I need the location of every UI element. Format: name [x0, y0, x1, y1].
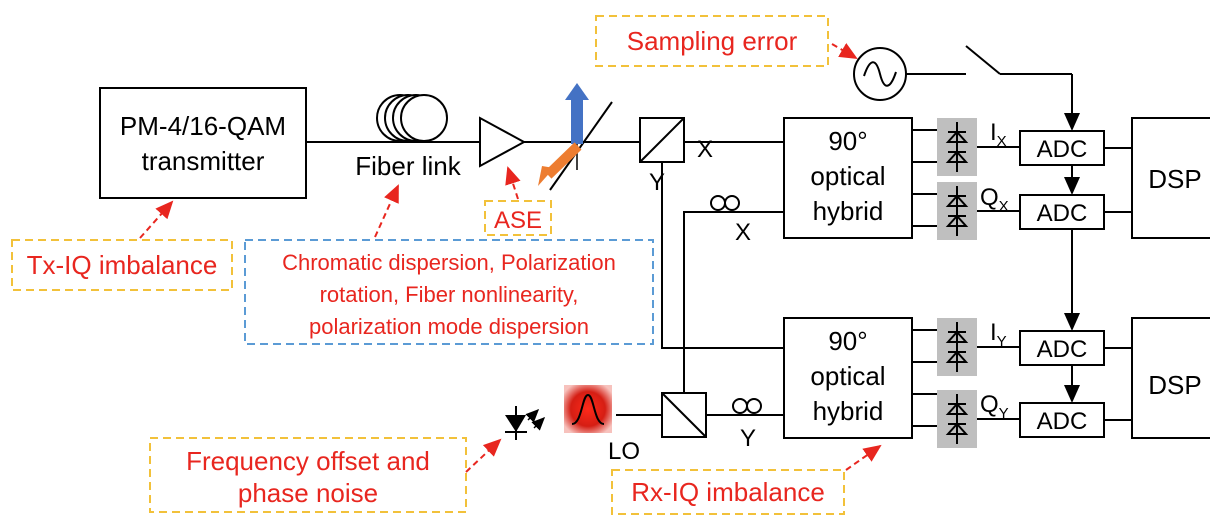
ase-label: ASE [494, 207, 542, 234]
optical-hybrid-bottom [783, 317, 913, 439]
tx-iq-box [11, 239, 233, 291]
hybrid-top-line2: optical [810, 161, 885, 191]
laser-spectrum-icon [564, 385, 612, 433]
rx-iq-box [611, 469, 845, 515]
hybrid-bottom-line1: 90° [828, 326, 867, 356]
polarization-controller-x-icon [710, 195, 740, 211]
optical-hybrid-top [783, 117, 913, 239]
transmitter-label-line1: PM-4/16-QAM [120, 111, 286, 141]
adc-qx-label: ADC [1037, 200, 1088, 227]
sampling-error-label: Sampling error [627, 26, 798, 56]
fiber-effects-line3: polarization mode dispersion [309, 314, 589, 339]
beam-splitter-mirror [549, 101, 613, 191]
adc-iy [1019, 330, 1105, 366]
hybrid-bottom-line2: optical [810, 361, 885, 391]
freq-offset-line2: phase noise [238, 478, 378, 508]
ix-label: IX [990, 119, 1007, 150]
fiber-coil-icon [376, 94, 448, 142]
orange-beam-arrow [538, 142, 582, 186]
hybrid-bottom-outputs [912, 329, 937, 427]
ase-box [484, 200, 552, 236]
laser-diode-icon [505, 406, 546, 440]
qx-label: QX [980, 184, 1009, 215]
hybrid-top-line3: hybrid [813, 196, 884, 226]
hybrid-top-line1: 90° [828, 126, 867, 156]
balanced-detector-ix-icon [937, 118, 977, 176]
dsp-top [1131, 117, 1210, 239]
balanced-detector-qy-icon [937, 390, 977, 448]
dsp-top-label: DSP [1148, 164, 1201, 194]
lo-label: LO [608, 438, 640, 465]
tx-iq-label: Tx-IQ imbalance [27, 250, 218, 280]
blue-beam-arrow [565, 83, 589, 144]
fiber-effects-line1: Chromatic dispersion, Polarization [282, 250, 616, 275]
rx-iq-label: Rx-IQ imbalance [631, 477, 825, 507]
fiber-effects-line2: rotation, Fiber nonlinearity, [320, 282, 579, 307]
lo-port-y-label: Y [740, 425, 756, 452]
amplifier-icon [479, 116, 527, 168]
iy-label: IY [990, 319, 1007, 350]
balanced-detector-iy-icon [937, 318, 977, 376]
adc-iy-label: ADC [1037, 336, 1088, 363]
hybrid-bottom-line3: hybrid [813, 396, 884, 426]
adc-qx [1019, 194, 1105, 230]
hybrid-top-outputs [912, 129, 937, 227]
adc-ix-label: ADC [1037, 136, 1088, 163]
transmitter-block [99, 87, 307, 199]
qy-label: QY [980, 391, 1009, 422]
sampling-error-box [595, 15, 829, 67]
port-x-label: X [697, 136, 713, 163]
dsp-bottom [1131, 317, 1210, 439]
clock-oscillator-icon [853, 47, 907, 101]
balanced-detector-qx-icon [937, 182, 977, 240]
transmitter-label-line2: transmitter [142, 146, 265, 176]
fiber-effects-box [244, 239, 654, 345]
sampling-switch [965, 45, 1001, 75]
adc-qy-label: ADC [1037, 408, 1088, 435]
dsp-bottom-label: DSP [1148, 370, 1201, 400]
freq-offset-box [149, 437, 467, 513]
fiber-link-label: Fiber link [355, 151, 461, 181]
polarization-controller-y-icon [732, 398, 762, 414]
lo-port-x-label: X [735, 219, 751, 246]
freq-offset-line1: Frequency offset and [186, 446, 430, 476]
